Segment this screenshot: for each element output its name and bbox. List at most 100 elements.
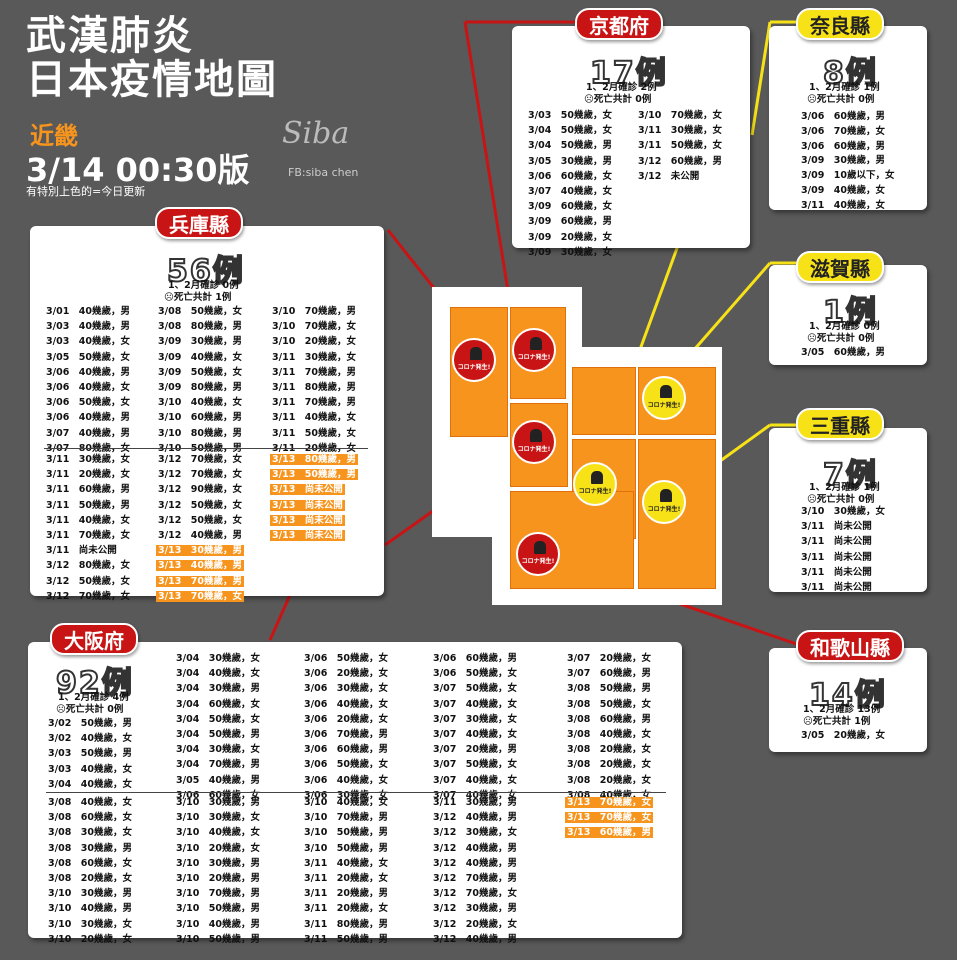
case-row: 3/02 40幾歲，女 — [48, 733, 133, 745]
wakayama-deaths: ☹死亡共計 1例 — [803, 716, 871, 727]
case-row: 3/08 50幾歲，女 — [567, 698, 652, 710]
case-row: 3/10 70幾歲，男 — [304, 812, 389, 824]
case-row: 3/05 60幾歲，男 — [801, 347, 886, 358]
case-row: 3/07 20幾歲，女 — [567, 653, 652, 664]
case-row: 3/05 40幾歲，男 — [176, 774, 261, 786]
shiga-prior: 1、2月確診 0例 — [809, 321, 880, 332]
case-row: 3/09 80幾歲，男 — [158, 382, 243, 394]
case-row: 3/10 20幾歲，女 — [272, 336, 357, 348]
case-row-new: 3/13 70幾歲，女 — [156, 590, 245, 602]
case-row: 3/07 40幾歲，女 — [433, 729, 518, 741]
case-row: 3/12 70幾歲，男 — [433, 873, 518, 885]
case-row: 3/12 50幾歲，女 — [158, 514, 243, 526]
case-row-new: 3/13 80幾歲，男 — [270, 454, 359, 465]
case-row: 3/11 70幾歲，女 — [46, 530, 131, 542]
case-row: 3/09 30幾歲，女 — [528, 246, 613, 258]
mie-count: 7例 — [822, 457, 878, 494]
case-row: 3/09 30幾歲，男 — [801, 155, 886, 167]
case-row: 3/03 40幾歲，男 — [46, 321, 131, 333]
label-hyogo: 兵庫縣 — [155, 207, 243, 239]
shiga-deaths: ☹死亡共計 0例 — [807, 333, 875, 344]
osaka-count: 92例 — [55, 665, 134, 702]
case-row: 3/10 20幾歲，男 — [176, 873, 261, 885]
case-row: 3/11 80幾歲，男 — [304, 918, 389, 930]
case-row: 3/11 60幾歲，男 — [46, 484, 131, 496]
case-row: 3/11 40幾歲，女 — [46, 514, 131, 526]
case-row: 3/10 30幾歲，女 — [48, 918, 133, 930]
case-row: 3/04 30幾歲，女 — [176, 653, 261, 664]
case-row: 3/12 40幾歲，男 — [158, 530, 243, 542]
case-row: 3/06 60幾歲，女 — [528, 170, 613, 182]
case-row: 3/10 40幾歲，男 — [176, 918, 261, 930]
case-row: 3/06 40幾歲，男 — [46, 366, 131, 378]
case-row: 3/11 尚未公開 — [801, 536, 872, 548]
nara-prior: 1、2月確診 1例 — [809, 82, 880, 93]
case-row: 3/11 20幾歲，女 — [304, 873, 389, 885]
case-row: 3/04 40幾歲，女 — [176, 668, 261, 680]
case-row: 3/11 30幾歲，女 — [638, 125, 723, 137]
nara-deaths: ☹死亡共計 0例 — [807, 94, 875, 105]
case-row: 3/08 20幾歲，女 — [567, 759, 652, 771]
case-row: 3/11 40幾歲，女 — [272, 412, 357, 424]
case-row: 3/04 70幾歲，男 — [176, 759, 261, 771]
case-row: 3/11 50幾歲，女 — [272, 427, 357, 439]
case-row: 3/05 20幾歲，女 — [801, 730, 886, 741]
case-row: 3/12 70幾歲，女 — [433, 888, 518, 900]
case-row: 3/08 50幾歲，男 — [567, 683, 652, 695]
hyogo-deaths: ☹死亡共計 1例 — [164, 292, 232, 303]
case-row: 3/06 70幾歲，男 — [304, 729, 389, 741]
case-row: 3/11 20幾歲，女 — [46, 469, 131, 481]
case-row: 3/09 50幾歲，女 — [158, 366, 243, 378]
case-row: 3/09 30幾歲，男 — [158, 336, 243, 348]
label-osaka: 大阪府 — [50, 623, 138, 655]
case-row: 3/10 30幾歲，男 — [176, 857, 261, 869]
case-row: 3/07 50幾歲，女 — [433, 683, 518, 695]
case-row: 3/08 30幾歲，女 — [48, 827, 133, 839]
case-row: 3/08 40幾歲，女 — [567, 729, 652, 741]
case-row-new: 3/13 50幾歲，男 — [270, 469, 359, 481]
label-wakayama: 和歌山縣 — [796, 630, 904, 662]
case-row: 3/07 40幾歲，女 — [433, 774, 518, 786]
case-row: 3/03 40幾歲，女 — [48, 763, 133, 775]
case-row: 3/10 60幾歲，男 — [158, 412, 243, 424]
label-mie: 三重縣 — [796, 408, 884, 440]
case-row: 3/10 30幾歲，女 — [801, 506, 886, 517]
wakayama-prior: 1、2月確診 13例 — [803, 704, 881, 715]
case-row-new: 3/13 尚未公開 — [270, 514, 345, 526]
case-row: 3/05 30幾歲，男 — [528, 155, 613, 167]
case-row: 3/08 40幾歲，女 — [567, 789, 652, 801]
case-row: 3/12 30幾歲，男 — [433, 903, 518, 915]
legend-note: 有特別上色的=今日更新 — [26, 185, 146, 198]
marker-hyogo: コロナ発生! — [452, 338, 496, 382]
case-row: 3/11 80幾歲，男 — [272, 382, 357, 394]
osaka-prior: 1、2月確診 4例 — [58, 692, 129, 703]
case-row: 3/12 50幾歲，女 — [46, 575, 131, 587]
osaka-divider — [46, 792, 666, 793]
case-row: 3/06 40幾歲，男 — [46, 412, 131, 424]
hyogo-count: 56例 — [166, 253, 245, 290]
case-row: 3/06 60幾歲，男 — [801, 140, 886, 152]
case-row: 3/01 40幾歲，男 — [46, 306, 131, 317]
label-shiga: 滋賀縣 — [796, 251, 884, 283]
case-row: 3/10 70幾歲，男 — [272, 306, 357, 317]
case-row: 3/10 80幾歲，男 — [158, 427, 243, 439]
case-row: 3/08 30幾歲，男 — [48, 842, 133, 854]
case-row: 3/06 40幾歲，女 — [46, 382, 131, 394]
case-row: 3/10 70幾歲，男 — [176, 888, 261, 900]
case-row: 3/06 60幾歲，男 — [433, 653, 518, 664]
kyoto-prior: 1、2月確診 2例 — [586, 82, 657, 93]
case-row: 3/07 60幾歲，男 — [567, 668, 652, 680]
case-row: 3/11 30幾歲，男 — [433, 797, 518, 808]
shiga-col-1: 3/05 60幾歲，男 — [801, 345, 885, 360]
case-row: 3/10 40幾歲，男 — [48, 903, 133, 915]
case-row: 3/04 50幾歲，女 — [528, 125, 613, 137]
case-row-new: 3/13 70幾歲，男 — [156, 575, 245, 587]
mie-prior: 1、2月確診 1例 — [809, 482, 880, 493]
